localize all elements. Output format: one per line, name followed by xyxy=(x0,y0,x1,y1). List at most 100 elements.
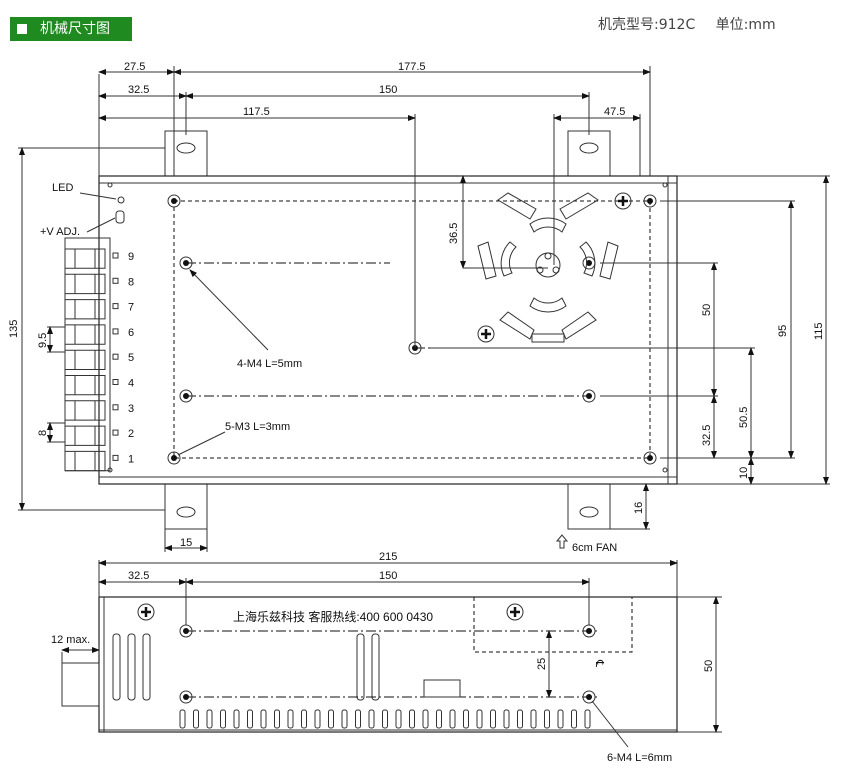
vent-slot xyxy=(206,709,213,729)
top-view: LED +V ADJ. 9 8 7 6 5 4 3 2 1 4-M4 L=5mm 5-M3 L=… xyxy=(8,61,830,554)
vent-slot xyxy=(544,709,550,729)
dim-15: 15 xyxy=(180,537,192,549)
vent-slot xyxy=(395,709,402,729)
vent-slots xyxy=(112,633,380,701)
dim-150: 150 xyxy=(379,84,397,96)
vent-slot xyxy=(584,709,591,729)
psu-body-top xyxy=(98,175,678,485)
dim-115: 115 xyxy=(813,322,825,340)
centerline-icon: ℄ xyxy=(593,659,605,667)
led-label: LED xyxy=(52,182,73,194)
dim-50: 50 xyxy=(701,304,713,316)
terminal-screw xyxy=(65,273,106,295)
dim-215: 215 xyxy=(379,551,397,563)
terminal-number: 8 xyxy=(128,276,134,288)
vadj-potentiometer-icon xyxy=(115,210,125,224)
dim-95: 95 xyxy=(777,325,789,337)
terminal-number: 2 xyxy=(128,428,134,440)
section-title: 机械尺寸图 xyxy=(40,21,110,37)
dim-32-5: 32.5 xyxy=(128,84,149,96)
section-title-tag: 机械尺寸图 xyxy=(10,17,132,41)
model-info: 机壳型号:912C 单位:mm xyxy=(598,14,792,34)
vent-slot xyxy=(409,709,415,729)
dim-32-5b: 32.5 xyxy=(701,425,713,446)
dim-177-5: 177.5 xyxy=(398,61,426,73)
terminal-screw xyxy=(65,425,106,446)
dim-50-5: 50.5 xyxy=(738,407,750,428)
vent-slot xyxy=(557,709,564,729)
bottom-vent-slots xyxy=(179,709,591,729)
terminal-screw xyxy=(65,324,106,345)
dim-12max: 12 max. xyxy=(51,634,90,646)
vent-slot xyxy=(328,709,334,729)
vent-slot xyxy=(517,709,523,729)
vent-slot xyxy=(301,709,307,729)
vent-slot xyxy=(368,709,375,729)
terminal-number: 3 xyxy=(128,403,134,415)
dim-8: 8 xyxy=(37,430,49,436)
fan-label: 6cm FAN xyxy=(572,542,617,554)
vent-slot xyxy=(449,709,456,729)
vent-slot xyxy=(220,709,226,729)
dim-10: 10 xyxy=(738,467,750,479)
vent-slot xyxy=(287,709,294,729)
terminal-screw xyxy=(65,248,106,269)
vent-slot xyxy=(422,709,429,729)
terminal-number: 7 xyxy=(128,302,134,314)
terminal-screw xyxy=(65,375,106,396)
side-m4-label: 6-M4 L=6mm xyxy=(607,752,672,764)
terminal-number: 9 xyxy=(128,251,134,263)
fan-grille xyxy=(477,192,619,343)
vent-slot xyxy=(490,709,496,729)
dim-9-5: 9.5 xyxy=(37,333,49,348)
dim-32-5-side: 32.5 xyxy=(128,570,149,582)
company-label: 上海乐兹科技 客服热线:400 600 0430 xyxy=(233,609,433,624)
vent-slot xyxy=(530,709,537,729)
terminal-number: 5 xyxy=(128,352,134,364)
unit-label: 单位:mm xyxy=(715,17,776,33)
terminal-number: 6 xyxy=(128,327,134,339)
terminal-screw xyxy=(65,450,106,472)
vent-slot xyxy=(341,709,348,729)
vent-slot xyxy=(355,709,361,729)
vent-slot xyxy=(463,709,469,729)
vent-slot xyxy=(436,709,442,729)
terminal-screw xyxy=(65,349,106,370)
vent-slot xyxy=(260,709,267,729)
vent-slot xyxy=(382,709,388,729)
dim-16: 16 xyxy=(633,502,645,514)
bullet-square-icon xyxy=(17,24,27,34)
dim-117-5: 117.5 xyxy=(243,106,270,118)
arrow-up-icon xyxy=(555,534,569,549)
vent-slot xyxy=(193,709,199,729)
vent-slot xyxy=(476,709,483,729)
vent-slot xyxy=(503,709,510,729)
terminal-number: 1 xyxy=(128,453,134,465)
screw-head-icon xyxy=(137,603,524,621)
m3-label: 5-M3 L=3mm xyxy=(225,421,290,433)
m4-label: 4-M4 L=5mm xyxy=(237,358,302,370)
psu-body-side xyxy=(98,596,678,733)
dim-27-5: 27.5 xyxy=(124,61,145,73)
vent-slot xyxy=(571,709,577,729)
dim-135: 135 xyxy=(8,320,20,338)
dim-25: 25 xyxy=(536,658,548,670)
terminal-number: 4 xyxy=(128,378,134,390)
screw-head-icon xyxy=(477,192,632,343)
vent-slot xyxy=(179,709,186,729)
vent-slot xyxy=(274,709,280,729)
terminal-profile xyxy=(61,662,100,707)
vent-slot xyxy=(247,709,253,729)
vent-slot xyxy=(233,709,240,729)
terminal-screw xyxy=(65,400,106,421)
terminal-screw xyxy=(65,299,106,320)
dim-36-5: 36.5 xyxy=(448,223,460,244)
led-indicator-icon xyxy=(117,196,125,204)
vadj-label: +V ADJ. xyxy=(40,226,80,238)
dim-150-side: 150 xyxy=(379,570,397,582)
dim-50-side: 50 xyxy=(703,660,715,672)
dim-47-5: 47.5 xyxy=(604,106,625,118)
label-plate xyxy=(423,679,461,698)
model-label: 机壳型号:912C xyxy=(598,17,696,33)
